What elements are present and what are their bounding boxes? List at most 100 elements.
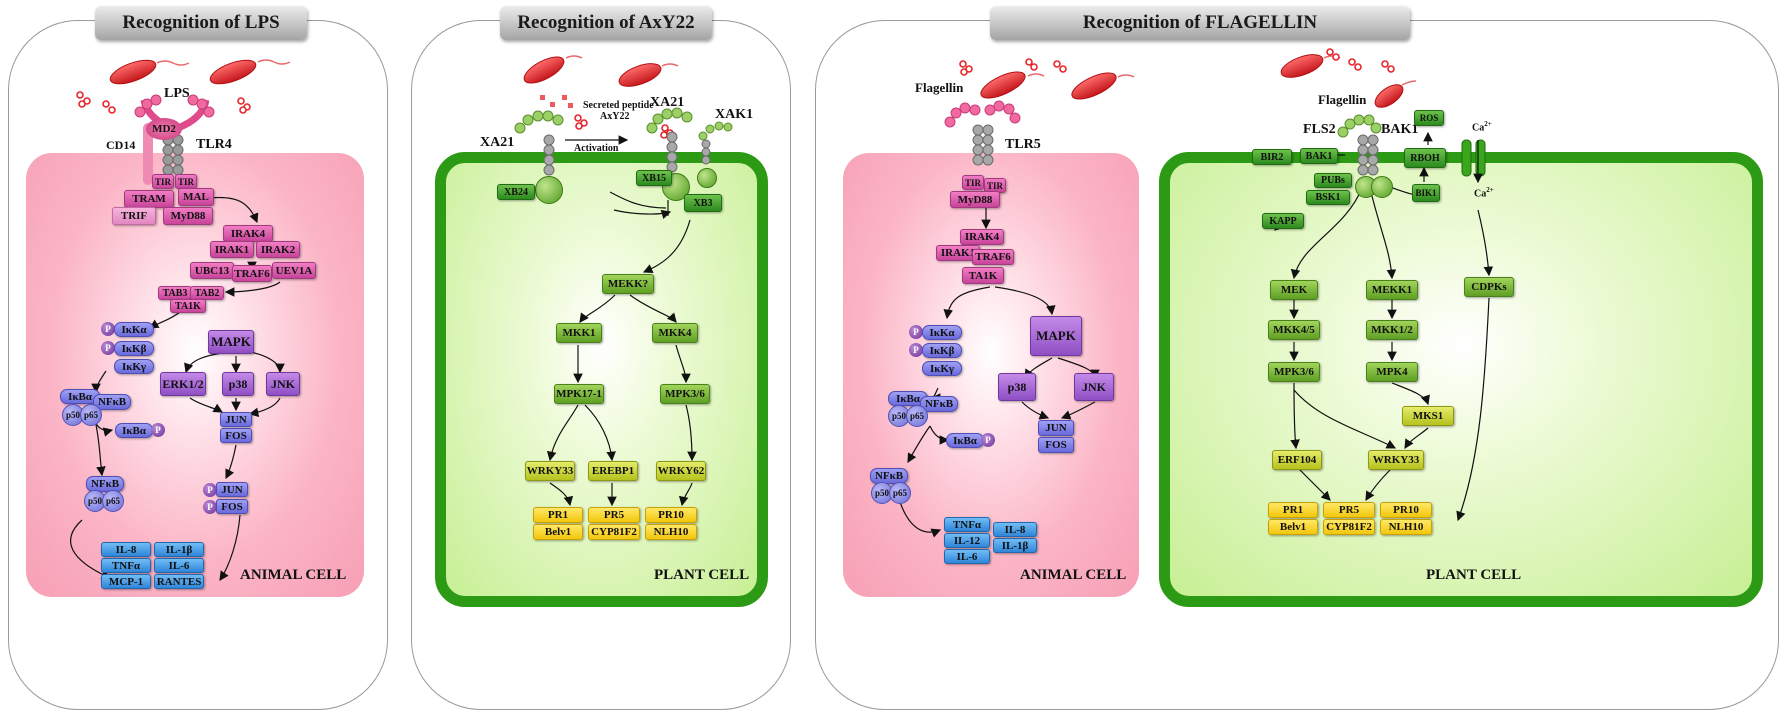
cytokine-box: IL-1β <box>154 542 204 557</box>
calcium-label: Ca2+ <box>1472 120 1492 134</box>
cytokine-box: IL-8 <box>101 542 151 557</box>
wrky62-box: WRKY62 <box>656 461 706 481</box>
gene-box: Belv1 <box>1268 519 1318 535</box>
fos-phospho-box: FOS <box>216 499 248 514</box>
cytokine-box: IL-6 <box>944 549 990 564</box>
phospho-icon: P <box>203 500 217 514</box>
cytokine-box: IL-1β <box>993 538 1037 553</box>
trif-box: TRIF <box>112 207 156 225</box>
plant-cell-flagellin <box>1159 152 1763 607</box>
gene-box: Belv1 <box>533 524 583 540</box>
tlr5-label: TLR5 <box>1005 137 1041 152</box>
cytokine-box: TNFα <box>944 517 990 532</box>
gene-box: NLH10 <box>1380 519 1432 535</box>
irak2-box: IRAK2 <box>256 241 300 258</box>
kapp-box: KAPP <box>1262 213 1304 229</box>
tab2-box: TAB2 <box>190 286 224 300</box>
xa21-label: XA21 <box>480 135 515 150</box>
myd88-box: MyD88 <box>163 207 213 225</box>
mkk1-box: MKK1 <box>556 323 602 343</box>
nfkb-nuclear-box: NFκB <box>86 476 124 492</box>
cd14-label: CD14 <box>106 138 136 152</box>
bacteria-icon <box>109 54 1404 108</box>
ikkb-box: IκKβ <box>114 341 154 356</box>
plant-cell-label: PLANT CELL <box>654 567 750 583</box>
gene-box: PR1 <box>1268 502 1318 518</box>
bak1-box: BAK1 <box>1300 148 1338 164</box>
myd88-box: MyD88 <box>950 191 1000 208</box>
p38-box: p38 <box>998 373 1036 401</box>
secreted-peptide-label: Secreted peptide <box>583 100 654 111</box>
mal-box: MAL <box>178 188 214 206</box>
tram-box: TRAM <box>124 190 174 208</box>
p50-subunit: p50 <box>871 482 893 504</box>
tir-left: TIR <box>152 174 174 189</box>
bsk1-box: BSK1 <box>1306 190 1350 205</box>
md2-protein: MD2 <box>146 118 182 140</box>
gene-box: CYP81F2 <box>588 524 640 540</box>
ikkb-box: IκKβ <box>922 343 962 358</box>
rboh-box: RBOH <box>1404 148 1446 168</box>
ikkg-box: IκKγ <box>922 361 962 376</box>
cytokine-box: IL-12 <box>944 533 990 548</box>
flagellin-label: Flagellin <box>915 80 964 95</box>
jun-phospho-box: JUN <box>216 482 248 497</box>
fos-box: FOS <box>220 428 252 443</box>
plant-cell-label: PLANT CELL <box>1426 567 1522 583</box>
jun-box: JUN <box>1038 420 1074 436</box>
phospho-icon: P <box>101 322 115 336</box>
bik1-box: BIK1 <box>1412 184 1440 202</box>
ikba-box: IκBα <box>888 391 928 406</box>
tir-right: TIR <box>175 174 197 189</box>
mkk12-box: MKK1/2 <box>1366 320 1418 340</box>
irak4-box: IRAK4 <box>960 229 1004 245</box>
wrky33-box: WRKY33 <box>525 461 575 481</box>
xak1-label: XAK1 <box>715 107 754 122</box>
gene-box: CYP81F2 <box>1323 519 1375 535</box>
irak1-box: IRAK1 <box>210 241 254 258</box>
uev1a-box: UEV1A <box>272 262 316 279</box>
irak4-box: IRAK4 <box>223 225 273 242</box>
lps-label: LPS <box>164 86 190 101</box>
xa21-label-2: XA21 <box>650 95 685 110</box>
tlr4-label: TLR4 <box>196 137 232 152</box>
cytokine-box: IL-8 <box>993 522 1037 537</box>
gene-box: PR10 <box>645 507 697 523</box>
mpk17-box: MPK17-1 <box>554 384 604 404</box>
p65-subunit: p65 <box>906 405 928 427</box>
mapk-box: MAPK <box>1030 316 1082 356</box>
activation-label: Activation <box>574 143 619 154</box>
cdpks-box: CDPKs <box>1464 277 1514 297</box>
mkk4-box: MKK4 <box>652 323 698 343</box>
ikka-box: IκKα <box>114 322 154 337</box>
jun-box: JUN <box>220 412 252 427</box>
mek-box: MEK <box>1270 280 1318 300</box>
lps-header: Recognition of LPS <box>95 6 307 40</box>
phospho-icon: P <box>909 325 923 339</box>
irak1-box: IRAK1 <box>936 245 980 261</box>
xa21-kinase-domain <box>535 176 563 204</box>
ikba-phospho-box: IκBα <box>115 423 153 438</box>
nfkb-nuclear-box: NFκB <box>870 468 908 484</box>
ikka-box: IκKα <box>922 325 962 340</box>
phospho-icon: P <box>909 343 923 357</box>
traf6-box: TRAF6 <box>972 249 1014 265</box>
phospho-icon: P <box>203 483 217 497</box>
gene-box: PR5 <box>1323 502 1375 518</box>
tir-left: TIR <box>962 175 984 190</box>
calcium-label-2: Ca2+ <box>1474 186 1494 200</box>
wrky33-box: WRKY33 <box>1368 450 1424 470</box>
bir2-box: BIR2 <box>1252 149 1292 165</box>
ikba-phospho-box: IκBα <box>946 433 984 448</box>
gene-box: NLH10 <box>645 524 697 540</box>
erebp1-box: EREBP1 <box>588 461 638 481</box>
gene-box: PR1 <box>533 507 583 523</box>
bak1-kinase-domain <box>1371 176 1393 198</box>
ubc13-box: UBC13 <box>190 262 234 279</box>
p65-subunit: p65 <box>102 490 124 512</box>
bak1-label: BAK1 <box>1381 122 1419 137</box>
animal-cell-label: ANIMAL CELL <box>240 567 347 583</box>
tab3-box: TAB3 <box>158 286 192 300</box>
axy22-header: Recognition of AxY22 <box>500 6 712 40</box>
